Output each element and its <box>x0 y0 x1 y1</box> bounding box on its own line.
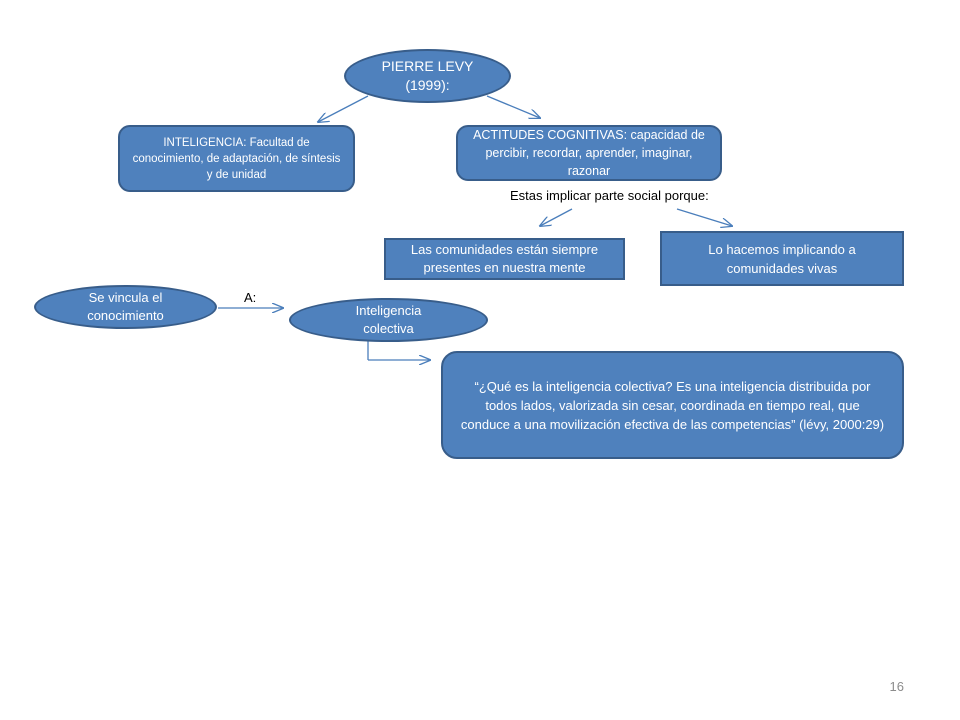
node-actitudes-label: ACTITUDES COGNITIVAS: capacidad de perci… <box>473 128 705 178</box>
node-cita-label: “¿Qué es la inteligencia colectiva? Es u… <box>460 378 885 432</box>
slide-number: 16 <box>880 679 904 694</box>
node-cita-levy: “¿Qué es la inteligencia colectiva? Es u… <box>441 351 904 459</box>
node-comunidades-vivas: Lo hacemos implicando a comunidades viva… <box>660 231 904 286</box>
slide-number-text: 16 <box>889 679 904 694</box>
arrow-to-comunidades-mente <box>540 208 573 226</box>
label-parte-social-text: Estas implicar parte social porque: <box>510 188 709 203</box>
node-root-pierre-levy: PIERRE LEVY (1999): <box>344 49 511 103</box>
node-inteligencia-colectiva: Inteligencia colectiva <box>289 298 488 342</box>
node-se-vincula-label: Se vincula el conocimiento <box>87 290 164 323</box>
arrow-root-to-inteligencia <box>318 95 369 122</box>
node-comunidades-mente-label: Las comunidades están siempre presentes … <box>410 242 599 275</box>
label-parte-social: Estas implicar parte social porque: <box>510 188 730 203</box>
node-inteligencia-label: INTELIGENCIA: Facultad de conocimiento, … <box>132 136 341 181</box>
label-a: A: <box>244 290 256 305</box>
node-se-vincula: Se vincula el conocimiento <box>34 285 217 329</box>
arrow-to-comunidades-vivas <box>676 208 732 226</box>
node-inteligencia: INTELIGENCIA: Facultad de conocimiento, … <box>118 125 355 192</box>
node-root-label: PIERRE LEVY (1999): <box>381 58 474 93</box>
node-comunidades-mente: Las comunidades están siempre presentes … <box>384 238 625 280</box>
node-actitudes-cognitivas: ACTITUDES COGNITIVAS: capacidad de perci… <box>456 125 722 181</box>
node-comunidades-vivas-label: Lo hacemos implicando a comunidades viva… <box>708 241 856 276</box>
arrow-root-to-actitudes <box>486 95 540 118</box>
label-a-text: A: <box>244 290 257 305</box>
node-inteligencia-colectiva-label: Inteligencia colectiva <box>355 303 422 336</box>
